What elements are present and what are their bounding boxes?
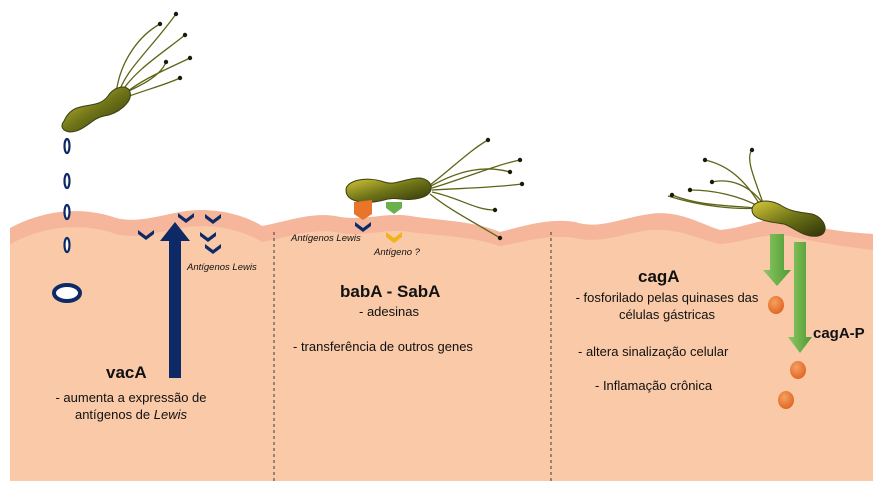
unknown-antigen-label: Antígeno ? (374, 247, 420, 258)
vaca-line-2-italic: Lewis (154, 407, 187, 422)
vaca-line-2-text: antígenos de (75, 407, 154, 422)
baba-saba-line-2: - transferência de outros genes (293, 338, 473, 355)
baba-saba-line-1: - adesinas (359, 303, 419, 320)
vaca-title: vacA (106, 363, 147, 383)
bacterium-helicobacter (62, 12, 192, 132)
lewis-antigen-label: Antígenos Lewis (291, 233, 361, 244)
caga-line-2: células gástricas (562, 306, 772, 323)
vaca-description: - aumenta a expressão de antígenos de Le… (38, 389, 224, 423)
caga-line-4: - Inflamação crônica (595, 377, 712, 394)
vacuole-ring (54, 285, 80, 301)
vaca-line-1: - aumenta a expressão de (38, 389, 224, 406)
caga-description: - fosforilado pelas quinases das células… (562, 289, 772, 323)
adhesin-baba (354, 200, 372, 220)
caga-line-3: - altera sinalização celular (578, 343, 728, 360)
lewis-antigen-label: Antígenos Lewis (187, 262, 257, 273)
vaca-line-2: antígenos de Lewis (38, 406, 224, 423)
caga-p-label: cagA-P (813, 325, 873, 342)
caga-line-1: - fosforilado pelas quinases das (562, 289, 772, 306)
caga-title: cagA (638, 267, 680, 287)
baba-saba-title: babA - SabA (340, 282, 440, 302)
adhesin-saba (386, 202, 402, 214)
